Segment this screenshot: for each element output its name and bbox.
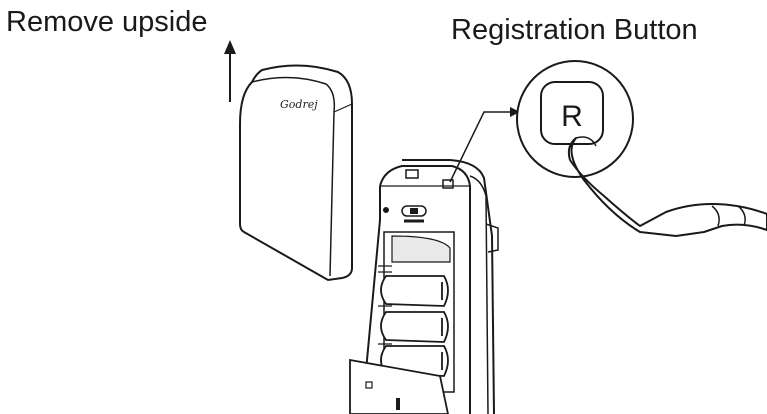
lock-body bbox=[349, 159, 499, 414]
callout-arrow bbox=[449, 107, 520, 183]
registration-button-letter: R bbox=[561, 100, 583, 133]
pressing-finger bbox=[567, 136, 767, 237]
battery-cover: Godrej bbox=[239, 64, 353, 282]
registration-button-label: Registration Button bbox=[451, 14, 698, 46]
remove-upside-label: Remove upside bbox=[6, 6, 208, 38]
registration-button-zoom: R bbox=[516, 60, 634, 178]
remove-up-arrow bbox=[224, 40, 236, 102]
cover-brand-logo: Godrej bbox=[280, 98, 318, 111]
